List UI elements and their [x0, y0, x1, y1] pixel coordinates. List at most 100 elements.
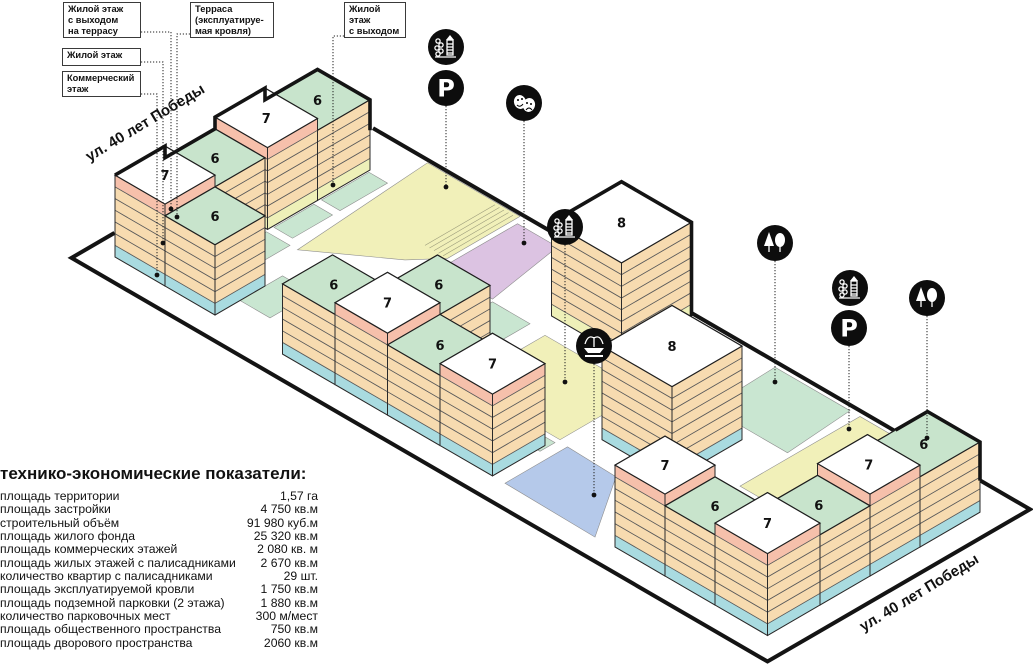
indicator-row: площадь дворового пространства 2060 кв.м — [0, 635, 318, 650]
indicator-value: 29 шт. — [283, 569, 318, 584]
leader-dot — [154, 272, 160, 278]
building: 7 — [713, 491, 822, 637]
indicator-label: площадь дворового пространства — [0, 635, 193, 650]
building-floors-label: 6 — [919, 438, 928, 453]
icon-badge — [428, 70, 464, 106]
climbing-wall-hold — [554, 218, 560, 224]
indicator-row: площадь застройки 4 750 кв.м — [0, 502, 318, 517]
building-floors-label: 7 — [262, 112, 271, 127]
mask-eye — [530, 103, 532, 105]
building-roof — [333, 271, 442, 334]
playground-tower-icon — [428, 29, 464, 65]
icon-badge — [831, 310, 867, 346]
icon-badge — [832, 270, 868, 306]
indicator-row: площадь жилого фонда 25 320 кв.м — [0, 529, 318, 544]
icon-badge — [909, 280, 945, 316]
tragedy-mask — [522, 98, 536, 112]
building-floors-label: 8 — [617, 216, 626, 231]
leader-dot — [591, 492, 597, 498]
climbing-wall-hold — [554, 231, 560, 237]
leader-dot — [924, 435, 930, 441]
deciduous-tree — [927, 288, 937, 302]
leader-dot — [443, 184, 449, 190]
fountain-jets — [584, 336, 604, 347]
indicator-label: строительный объём — [0, 515, 120, 530]
indicator-value: 25 320 кв.м — [253, 529, 318, 544]
climbing-wall-hold — [839, 279, 845, 285]
indicator-value: 4 750 кв.м — [260, 502, 318, 517]
indicator-label: площадь эксплуатируемой кровли — [0, 582, 195, 597]
building-floors-label: 6 — [814, 499, 823, 514]
tower-roof — [850, 276, 858, 281]
icon-badge — [428, 29, 464, 65]
indicator-label: площадь застройки — [0, 502, 111, 517]
indicator-value: 2060 кв.м — [263, 635, 318, 650]
indicator-value: 750 кв.м — [270, 622, 318, 637]
building-roof — [816, 433, 922, 495]
leader-dot — [562, 379, 568, 385]
legend-box-commercial-floor: Коммерческий этаж — [62, 71, 141, 97]
parking-icon: P — [428, 70, 464, 106]
mask-mouth — [525, 107, 533, 111]
climbing-wall-hold — [435, 51, 441, 57]
site-boundary — [114, 67, 372, 177]
building-floors-label: 7 — [160, 169, 169, 184]
tower-roof — [565, 215, 573, 220]
climbing-wall-hold — [557, 228, 563, 234]
leader-dot — [846, 426, 852, 432]
leader-dot — [168, 206, 174, 212]
mask-eye — [517, 99, 519, 101]
legend-leader-line — [141, 61, 164, 243]
indicator-label: площадь коммерческих этажей — [0, 542, 178, 557]
tree-lawn — [709, 366, 851, 454]
building-floors-label: 6 — [435, 339, 444, 354]
theater-masks-icon — [506, 85, 542, 121]
indicator-label: площадь общественного пространства — [0, 622, 221, 637]
playground-tower-icon — [547, 209, 583, 245]
fountain-base — [585, 355, 603, 357]
fountain-icon — [576, 328, 612, 364]
indicator-value: 2 080 кв. м — [257, 542, 318, 557]
leader-dot — [174, 214, 180, 220]
public-plaza — [296, 162, 521, 261]
indicator-value: 1,57 га — [279, 489, 318, 503]
indicator-row: площадь подземной парковки (2 этажа)1 88… — [0, 595, 318, 610]
climbing-wall-hold — [842, 283, 848, 289]
parking-letter: P — [437, 75, 455, 103]
building: 7 — [438, 332, 547, 477]
indicator-label: площадь жилого фонда — [0, 529, 136, 544]
building-roof — [600, 304, 744, 388]
building-roof — [438, 332, 547, 395]
legend-leader-line — [176, 33, 190, 217]
climbing-wall-hold — [438, 48, 444, 54]
legend-leader-line — [141, 31, 172, 209]
leader-dot — [330, 182, 336, 188]
site-boundary — [894, 409, 982, 481]
legend-leaders — [141, 31, 344, 278]
indicator-value: 1 880 кв.м — [260, 595, 318, 610]
building-floors-label: 7 — [660, 459, 669, 474]
building-floors-label: 6 — [210, 152, 219, 167]
indicator-value: 91 980 куб.м — [246, 515, 318, 530]
site-boundary — [67, 126, 1033, 664]
building-roof — [713, 491, 822, 555]
legend-leader-line — [332, 35, 344, 185]
indicator-value: 2 670 кв.м — [260, 555, 318, 570]
pictograms: PP — [428, 29, 945, 498]
leader-dot — [772, 379, 778, 385]
conifer-tree — [764, 232, 774, 246]
fountain-bowl — [584, 348, 604, 353]
parking-icon: P — [831, 310, 867, 346]
legend-box-residential-floor: Жилой этаж — [62, 48, 141, 66]
leader-dot — [160, 240, 166, 246]
building-floors-label: 6 — [710, 500, 719, 515]
climbing-wall-hold — [553, 225, 559, 231]
building-floors-label: 7 — [488, 358, 497, 373]
plaza-steps — [442, 214, 514, 257]
deciduous-tree — [775, 233, 785, 247]
